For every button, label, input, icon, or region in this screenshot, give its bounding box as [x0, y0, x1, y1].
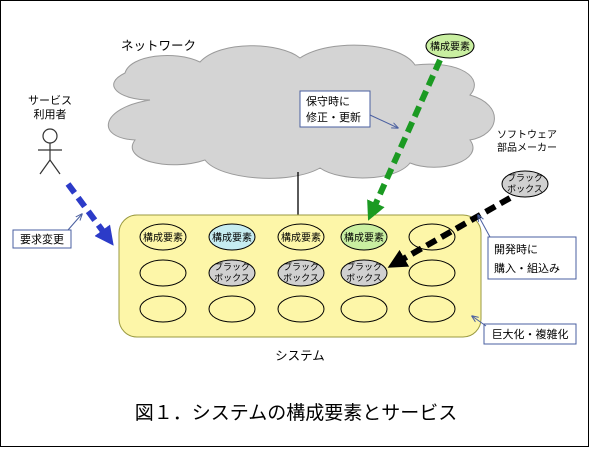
request-change-box: [12, 229, 72, 249]
purchase-integrate-arrow: [387, 195, 512, 268]
maintenance-label-line1: 保守時に: [306, 94, 350, 108]
blackbox-label-line1: ブラック: [346, 261, 382, 273]
maintenance-pointer: [369, 114, 398, 128]
maintenance-label-line2: 修正・更新: [306, 110, 361, 124]
vendor-label-line2: 部品メーカー: [497, 141, 557, 154]
vendor-blackbox-line1: ブラック: [507, 172, 543, 184]
component-ellipse: [139, 223, 187, 251]
blackbox-label-line1: ブラック: [283, 261, 319, 273]
system-label: システム: [275, 348, 325, 363]
blackbox-label-line2: ボックス: [346, 273, 382, 284]
component-row-2: ブラック ボックス ブラック ボックス ブラック ボックス: [139, 259, 456, 287]
figure-caption: 図１．システムの構成要素とサービス: [135, 402, 457, 424]
component-ellipse: [340, 295, 388, 323]
component-ellipse: [208, 223, 256, 251]
maintenance-update-arrow: [367, 58, 443, 221]
growth-label: 巨大化・複雑化: [492, 327, 569, 341]
external-component-ellipse: [425, 33, 475, 59]
develop-pointer: [478, 215, 491, 238]
component-ellipse: [139, 295, 187, 323]
request-change-pointer: [67, 214, 82, 231]
blackbox-label-line2: ボックス: [214, 273, 250, 284]
user-label-line1: サービス: [28, 94, 72, 107]
blackbox-label-line2: ボックス: [283, 273, 319, 284]
component-row-3: [139, 295, 456, 323]
component-label: 構成要素: [212, 231, 252, 244]
vendor-blackbox-line2: ボックス: [507, 184, 543, 195]
develop-label-line2: 購入・組込み: [494, 261, 560, 275]
component-row-1: 構成要素 構成要素 構成要素 構成要素: [139, 223, 456, 251]
blackbox-ellipse: [277, 259, 325, 287]
component-ellipse: [340, 223, 388, 251]
network-label: ネットワーク: [121, 38, 196, 53]
component-ellipse: [139, 259, 187, 287]
component-ellipse: [408, 223, 456, 251]
blackbox-label-line1: ブラック: [214, 261, 250, 273]
user-label-line2: 利用者: [34, 108, 67, 121]
component-label: 構成要素: [281, 231, 321, 244]
user-figure-icon: [38, 128, 62, 175]
component-ellipse: [277, 223, 325, 251]
component-ellipse: [277, 295, 325, 323]
vendor-blackbox-ellipse: [501, 170, 549, 198]
component-label: 構成要素: [143, 231, 183, 244]
component-ellipse: [408, 259, 456, 287]
component-ellipse: [408, 295, 456, 323]
vendor-label-line1: ソフトウェア: [497, 129, 557, 141]
develop-label-line1: 開発時に: [494, 242, 538, 256]
develop-box: [487, 236, 577, 280]
growth-pointer: [472, 316, 487, 327]
component-ellipse: [208, 295, 256, 323]
growth-box: [483, 323, 577, 345]
external-component-label: 構成要素: [430, 40, 470, 53]
maintenance-box: [299, 90, 371, 128]
blackbox-ellipse: [208, 259, 256, 287]
user-request-arrow: [65, 182, 114, 246]
blackbox-ellipse: [340, 259, 388, 287]
component-label: 構成要素: [344, 231, 384, 244]
request-change-label: 要求変更: [20, 232, 64, 246]
